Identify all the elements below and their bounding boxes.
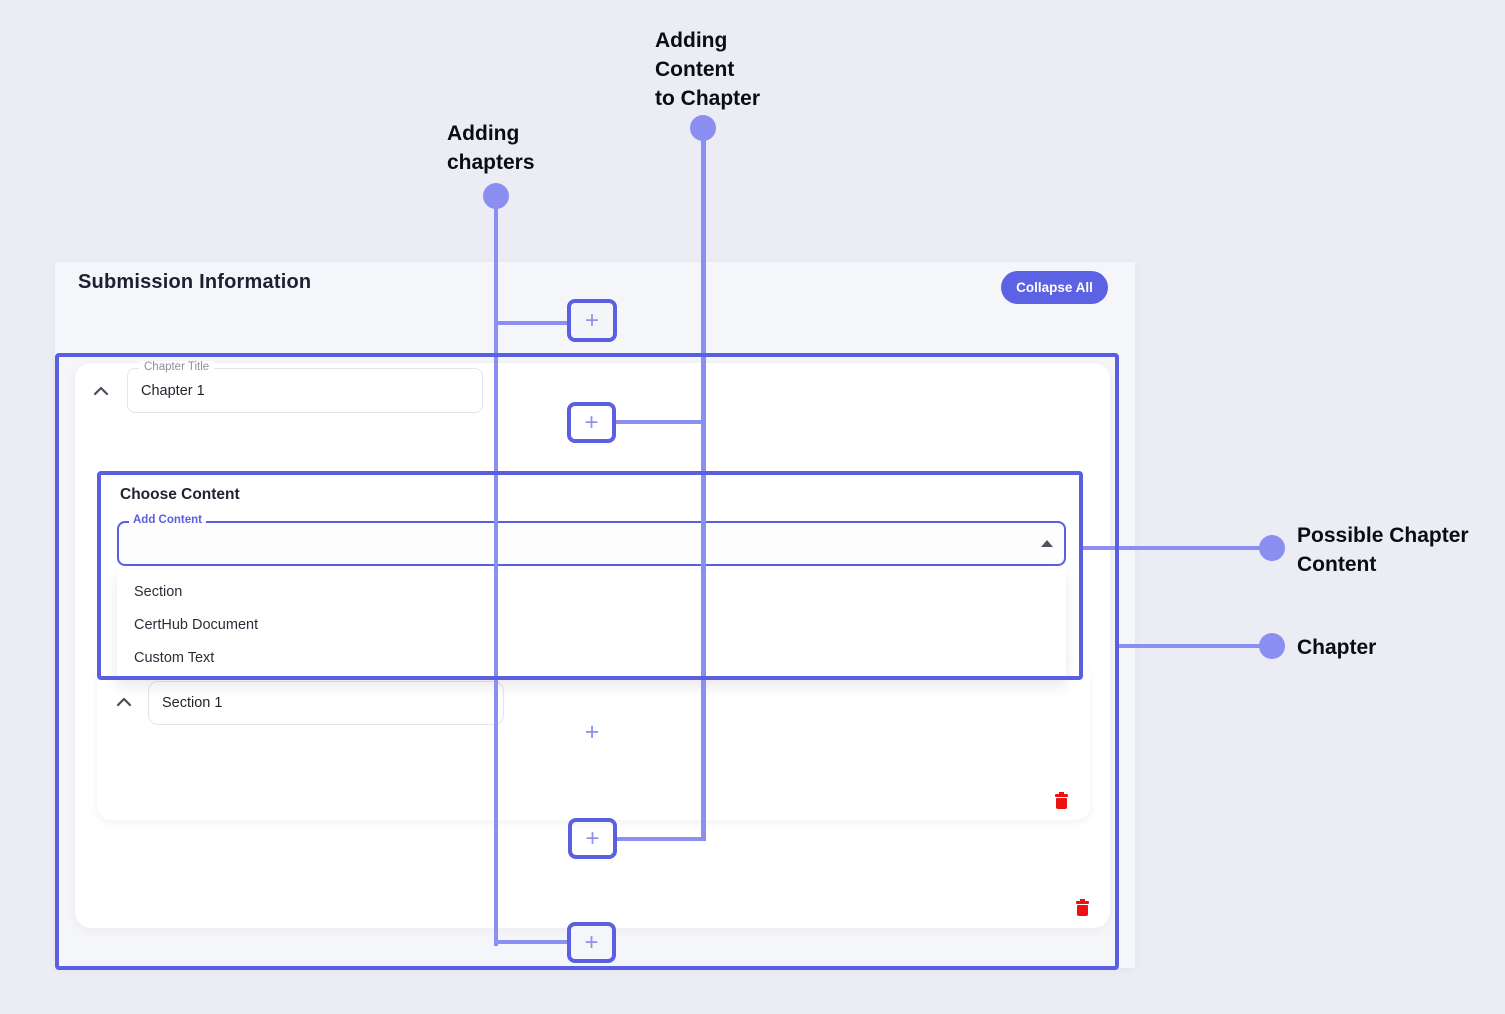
adding-content-branch-top [613, 420, 705, 424]
page-title: Submission Information [78, 271, 312, 293]
adding-chapters-branch-top [496, 321, 568, 325]
add-content-select[interactable] [117, 521, 1066, 566]
chapter-annotation: Chapter [1297, 636, 1377, 659]
dropdown-option-certhub-document[interactable]: CertHub Document [134, 617, 259, 633]
choose-content-annotation-box [97, 471, 1083, 680]
trash-lid [1076, 901, 1089, 904]
add-content-to-chapter-plus-button[interactable]: + [567, 402, 616, 443]
choose-content-heading: Choose Content [120, 486, 240, 503]
add-content-to-chapter-bottom-plus-button[interactable]: + [568, 818, 617, 859]
adding-content-to-chapter-annotation: Adding Content to Chapter [655, 29, 760, 110]
add-section-content-plus-icon[interactable]: + [584, 718, 600, 746]
section-collapse-chevron-icon[interactable] [116, 697, 132, 707]
chapter-connector-line [1119, 644, 1265, 648]
chapter-title-label: Chapter Title [139, 361, 215, 373]
possible-chapter-content-annotation: Possible Chapter Content [1297, 524, 1469, 576]
adding-chapters-connector-line [494, 206, 498, 946]
chapter-title-input[interactable] [127, 368, 483, 413]
collapse-all-button[interactable]: Collapse All [1001, 271, 1108, 304]
adding-chapters-dot [483, 183, 509, 209]
chapter-collapse-chevron-icon[interactable] [93, 386, 109, 396]
section-title-input[interactable] [148, 681, 504, 725]
adding-content-connector-line [701, 138, 706, 841]
possible-content-connector-line [1083, 546, 1265, 550]
add-content-dropdown-menu: Section CertHub Document Custom Text [117, 570, 1066, 680]
add-content-label: Add Content [129, 514, 206, 526]
trash-handle [1080, 899, 1085, 901]
trash-lid [1055, 794, 1068, 797]
delete-section-trash-icon[interactable] [1054, 792, 1069, 810]
add-chapter-top-plus-button[interactable]: + [567, 299, 617, 342]
adding-content-dot [690, 115, 716, 141]
dropdown-option-custom-text[interactable]: Custom Text [134, 650, 215, 666]
caret-up-icon [1041, 540, 1053, 547]
adding-chapters-annotation: Adding chapters [447, 122, 535, 174]
add-chapter-bottom-plus-button[interactable]: + [567, 922, 616, 963]
adding-chapters-branch-bottom [496, 940, 570, 944]
possible-content-dot [1259, 535, 1285, 561]
dropdown-option-section[interactable]: Section [134, 584, 183, 600]
chapter-dot [1259, 633, 1285, 659]
chapter-annotation-box [55, 353, 1119, 970]
trash-body [1056, 798, 1067, 809]
trash-handle [1059, 792, 1064, 794]
adding-content-branch-bottom [615, 837, 705, 841]
delete-chapter-trash-icon[interactable] [1075, 899, 1090, 917]
trash-body [1077, 905, 1088, 916]
